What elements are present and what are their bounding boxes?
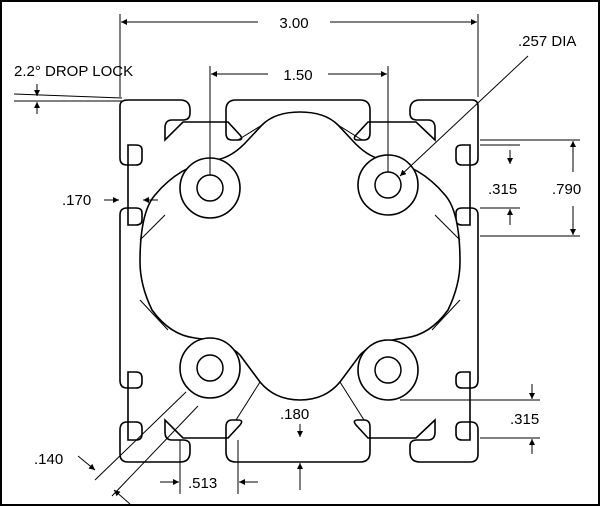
hole-bottom-right — [374, 356, 402, 384]
label-wall-thickness: .170 — [62, 192, 91, 209]
dim-slot-opening: .513 — [160, 440, 258, 494]
label-slot-depth-lower: .315 — [510, 411, 539, 428]
label-lip-thickness: .140 — [34, 451, 63, 468]
dim-hole-spacing: 1.50 — [209, 66, 389, 175]
web-top — [237, 124, 363, 141]
web-right — [431, 214, 461, 331]
label-drop-lock: 2.2° DROP LOCK — [14, 63, 133, 80]
dim-drop-lock: 2.2° DROP LOCK — [13, 63, 133, 114]
hole-bottom-left — [196, 354, 224, 382]
label-slot-opening: .513 — [188, 475, 217, 492]
label-web-thickness: .180 — [280, 406, 309, 423]
dim-slot-height: .790 — [480, 139, 581, 237]
label-hole-spacing: 1.50 — [283, 67, 312, 84]
label-overall-width: 3.00 — [279, 15, 308, 32]
dim-wall-thickness: .170 — [62, 192, 158, 209]
dim-slot-depth-upper: .315 — [480, 144, 520, 225]
web-left — [139, 214, 169, 331]
dim-slot-depth-lower: .315 — [400, 384, 540, 454]
label-slot-depth-upper: .315 — [488, 181, 517, 198]
label-slot-height: .790 — [552, 181, 581, 198]
web-bottom — [235, 381, 365, 421]
hole-top-right — [374, 171, 402, 199]
label-hole-diameter: .257 DIA — [518, 33, 576, 50]
dim-hole-diameter: .257 DIA — [399, 33, 576, 177]
dim-overall-width: 3.00 — [119, 14, 479, 97]
hole-top-left — [196, 174, 224, 202]
dim-lip-thickness: .140 — [34, 391, 199, 505]
dim-web-thickness: .180 — [280, 406, 309, 490]
